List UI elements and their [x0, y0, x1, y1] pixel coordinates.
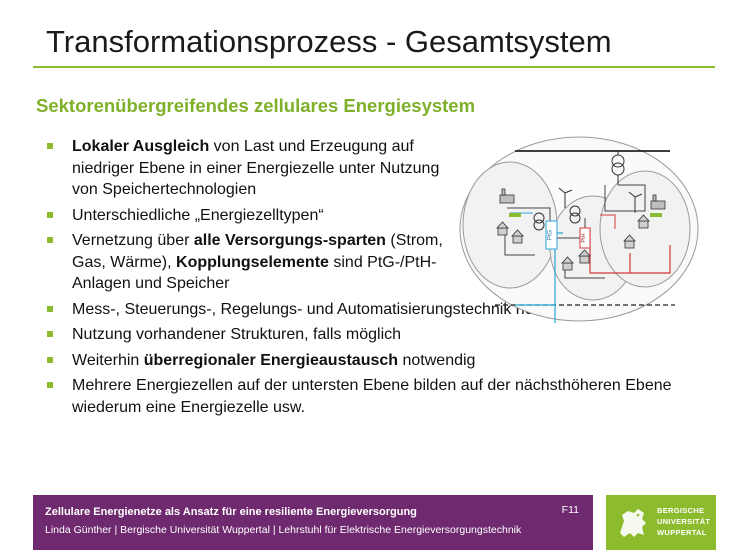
heat-line	[630, 245, 671, 274]
house-icon	[623, 234, 636, 249]
ptg-label: PtG	[548, 230, 554, 241]
bullet-item: Weiterhin überregionaler Energieaustausc…	[44, 350, 704, 372]
logo-line: WUPPERTAL	[657, 528, 707, 537]
bullet-text: Mehrere Energiezellen auf der untersten …	[72, 377, 672, 416]
bullet-item: Lokaler Ausgleich von Last und Erzeugung…	[44, 136, 464, 201]
bullet-bold: alle Versorgungs-sparten	[193, 232, 386, 249]
lion-emblem-icon	[620, 509, 646, 537]
logo-text: BERGISCHE UNIVERSITÄT WUPPERTAL	[657, 505, 710, 538]
transformer-symbol	[533, 212, 545, 224]
transformer-symbol	[533, 219, 545, 231]
house-icon	[578, 249, 591, 264]
gas-line	[515, 232, 563, 306]
storage-icon	[509, 213, 521, 217]
bullet-text: Mess-, Steuerungs-, Regelungs- und Autom…	[72, 300, 589, 318]
bullet-marker	[47, 356, 53, 363]
bullet-item: Mess-, Steuerungs-, Regelungs- und Autom…	[44, 299, 704, 321]
factory-icon	[499, 188, 515, 204]
footer-bar: Zellulare Energienetze als Ansatz für ei…	[33, 495, 593, 550]
bullet-item: Vernetzung über alle Versorgungs-sparten…	[44, 230, 464, 295]
university-logo: BERGISCHE UNIVERSITÄT WUPPERTAL	[606, 495, 716, 550]
bullet-marker	[47, 237, 53, 243]
logo-line: BERGISCHE	[657, 506, 705, 515]
bullet-marker	[47, 382, 53, 388]
energy-cell-diagram: PtG PtH	[459, 136, 699, 323]
footer-subtitle: Linda Günther | Bergische Universität Wu…	[45, 524, 522, 536]
page-number: F11	[561, 504, 579, 516]
house-icon	[511, 229, 524, 244]
bullet-list: Lokaler Ausgleich von Last und Erzeugung…	[44, 136, 704, 422]
house-icon	[561, 256, 574, 271]
bullet-marker	[47, 331, 53, 337]
cell-left	[462, 161, 558, 289]
pth-label: PtH	[581, 233, 587, 242]
heat-line	[589, 228, 631, 274]
bullet-marker	[47, 211, 53, 218]
bullet-text: Vernetzung über	[72, 232, 194, 249]
heat-line	[600, 214, 616, 229]
bullet-text: (Strom, Gas, Wärme),	[72, 232, 443, 271]
logo-line: UNIVERSITÄT	[657, 517, 711, 526]
storage-icon	[650, 213, 662, 217]
bullet-text: sind PtG-/PtH-Anlagen und Speicher	[72, 253, 437, 293]
bullet-marker	[47, 143, 53, 149]
house-icon	[496, 221, 509, 236]
bullet-text: Unterschiedliche „Energiezelltypen“	[72, 206, 324, 224]
grid-line	[604, 184, 646, 212]
wind-turbine-icon	[628, 191, 643, 213]
bullet-bold: Lokaler Ausgleich	[72, 138, 210, 155]
cell-right	[599, 170, 691, 288]
slide-title: Transformationsprozess - Gesamtsystem	[46, 24, 612, 59]
wind-turbine-icon	[558, 187, 573, 208]
bullet-marker	[47, 305, 53, 312]
ptg-box	[545, 220, 558, 250]
bullet-bold: Kopplungselemente	[176, 253, 329, 271]
bullet-text: notwendig	[398, 351, 476, 369]
bullet-text: von Last und Erzeugung auf niedriger Ebe…	[72, 138, 440, 198]
transformer-symbol	[569, 205, 581, 217]
pth-box	[579, 227, 591, 249]
footer-title: Zellulare Energienetze als Ansatz für ei…	[45, 506, 417, 518]
factory-icon	[650, 194, 666, 210]
bullet-text: Nutzung vorhandener Strukturen, falls mö…	[72, 326, 402, 343]
house-icon	[637, 214, 650, 229]
grid-line	[504, 233, 535, 256]
bullet-item: Unterschiedliche „Energiezelltypen“	[44, 205, 464, 227]
slide-subtitle: Sektorenübergreifendes zellulares Energi…	[36, 95, 476, 116]
bullet-item: Mehrere Energiezellen auf der untersten …	[44, 375, 704, 418]
bullet-item: Nutzung vorhandener Strukturen, falls mö…	[44, 324, 704, 346]
bullet-text: Weiterhin	[72, 351, 144, 369]
transformer-symbol	[569, 212, 581, 224]
title-divider	[33, 66, 715, 68]
bullet-bold: überregionaler Energieaustausch	[143, 351, 399, 369]
